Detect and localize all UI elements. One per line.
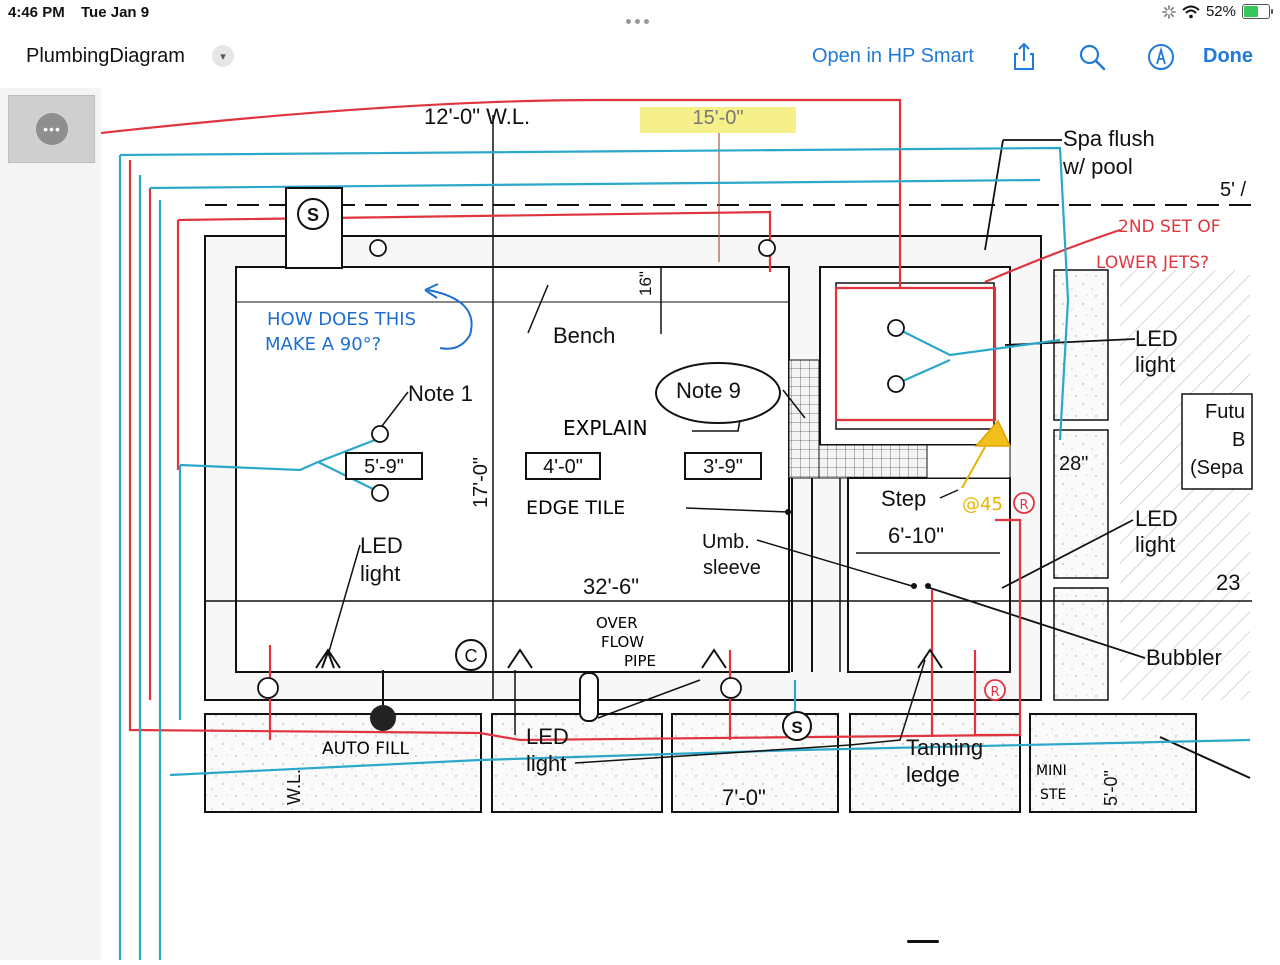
status-time: 4:46 PM — [8, 4, 65, 21]
mini-ste-label-2: STE — [1040, 787, 1066, 803]
document-title[interactable]: PlumbingDiagram — [26, 45, 185, 67]
status-bar: 4:46 PM Tue Jan 9 52% — [0, 0, 1280, 26]
spa-flush-label: Spa flush — [1063, 126, 1155, 151]
led-light-label-2b: light — [360, 561, 400, 586]
jets-note-line-2: LOWER JETS? — [1096, 253, 1209, 273]
mini-ste-label-1: MINI — [1036, 763, 1067, 779]
jets-note-line-1: 2ND SET OF — [1118, 217, 1221, 237]
more-dots-icon[interactable]: ••• — [36, 113, 68, 145]
dim-6-10: 6'-10" — [888, 523, 944, 548]
note-1-label: Note 1 — [408, 381, 473, 406]
search-icon[interactable] — [1077, 42, 1107, 72]
page-thumbnail[interactable]: ••• — [8, 95, 95, 163]
overflow-label-3: PIPE — [624, 652, 656, 670]
activity-spinner-icon — [1162, 4, 1176, 19]
battery-percent: 52% — [1205, 3, 1236, 20]
led-light-label-3b: light — [1135, 532, 1175, 557]
future-label-1: Futu — [1205, 401, 1245, 423]
at-45-label: @45 — [962, 494, 1003, 515]
bubbler-label: Bubbler — [1146, 645, 1222, 670]
share-icon[interactable] — [1009, 42, 1039, 72]
future-label-2: B — [1232, 429, 1245, 451]
dim-17-0: 17'-0" — [470, 457, 492, 508]
highlighted-dim: 15'-0" — [693, 107, 744, 129]
edge-tile-label: EDGE TILE — [526, 497, 625, 519]
led-light-label-1b: light — [1135, 352, 1175, 377]
led-light-label-3a: LED — [1135, 506, 1178, 531]
led-light-label-4b: light — [526, 751, 566, 776]
document-canvas[interactable]: S S C 15'-0" R R 12'-0" W.L. Spa flush w… — [100, 88, 1280, 960]
dim-4-0: 4'-0" — [543, 456, 583, 478]
umbrella-label-1: Umb. — [702, 531, 750, 553]
wifi-icon — [1182, 5, 1200, 18]
top-dimension-label: 12'-0" W.L. — [424, 104, 530, 129]
dim-5-0: 5'-0" — [1101, 770, 1121, 806]
step-label: Step — [881, 486, 926, 511]
dim-16: 16" — [636, 271, 655, 296]
bench-label: Bench — [553, 323, 615, 348]
skimmer-s-label: S — [307, 205, 319, 225]
plumbing-diagram: S S C 15'-0" R R 12'-0" W.L. Spa flush w… — [100, 98, 1253, 960]
tanning-ledge-label-1: Tanning — [906, 735, 983, 760]
return-r-label-1: R — [1019, 498, 1028, 513]
led-light-label-1a: LED — [1135, 326, 1178, 351]
water-level-label: W.L. — [284, 769, 304, 805]
umbrella-label-2: sleeve — [703, 557, 761, 579]
top-right-dim: 5' / — [1220, 179, 1246, 201]
auto-fill-label: AUTO FILL — [322, 739, 410, 759]
cleaner-c-label: C — [465, 646, 478, 666]
nav-bar: PlumbingDiagram ▾ Open in HP Smart Done — [0, 26, 1280, 89]
tanning-ledge-label-2: ledge — [906, 762, 960, 787]
chevron-down-icon[interactable]: ▾ — [212, 45, 234, 67]
future-label-3: (Sepa — [1190, 457, 1244, 479]
overflow-label-1: OVER — [596, 614, 638, 632]
battery-icon — [1242, 4, 1273, 19]
page-thumbnail-sidebar: ••• — [0, 88, 102, 960]
explain-label: EXPLAIN — [563, 416, 648, 440]
spa-flush-label-2: w/ pool — [1062, 154, 1133, 179]
done-button[interactable]: Done — [1203, 45, 1253, 67]
dim-5-9: 5'-9" — [364, 456, 404, 478]
question-line-1: HOW DOES THIS — [267, 309, 416, 330]
dim-7-0: 7'-0" — [722, 785, 766, 810]
led-light-label-4a: LED — [526, 724, 569, 749]
led-light-label-2a: LED — [360, 533, 403, 558]
dim-3-9: 3'-9" — [703, 456, 743, 478]
return-r-label-2: R — [990, 685, 999, 700]
skimmer-s-label-bottom: S — [791, 718, 802, 737]
note-9-label: Note 9 — [676, 378, 741, 403]
question-line-2: MAKE A 90°? — [265, 334, 381, 355]
dim-28: 28" — [1059, 453, 1088, 475]
status-right: 52% — [1162, 3, 1273, 20]
open-in-hp-smart-button[interactable]: Open in HP Smart — [812, 45, 974, 67]
overflow-label-2: FLOW — [601, 633, 644, 651]
multitasking-dots-icon[interactable] — [626, 11, 654, 24]
home-indicator[interactable] — [907, 940, 939, 943]
markup-pen-icon[interactable] — [1146, 42, 1176, 72]
dim-32-6: 32'-6" — [583, 574, 639, 599]
status-date: Tue Jan 9 — [81, 4, 150, 21]
dim-23: 23 — [1216, 570, 1240, 595]
